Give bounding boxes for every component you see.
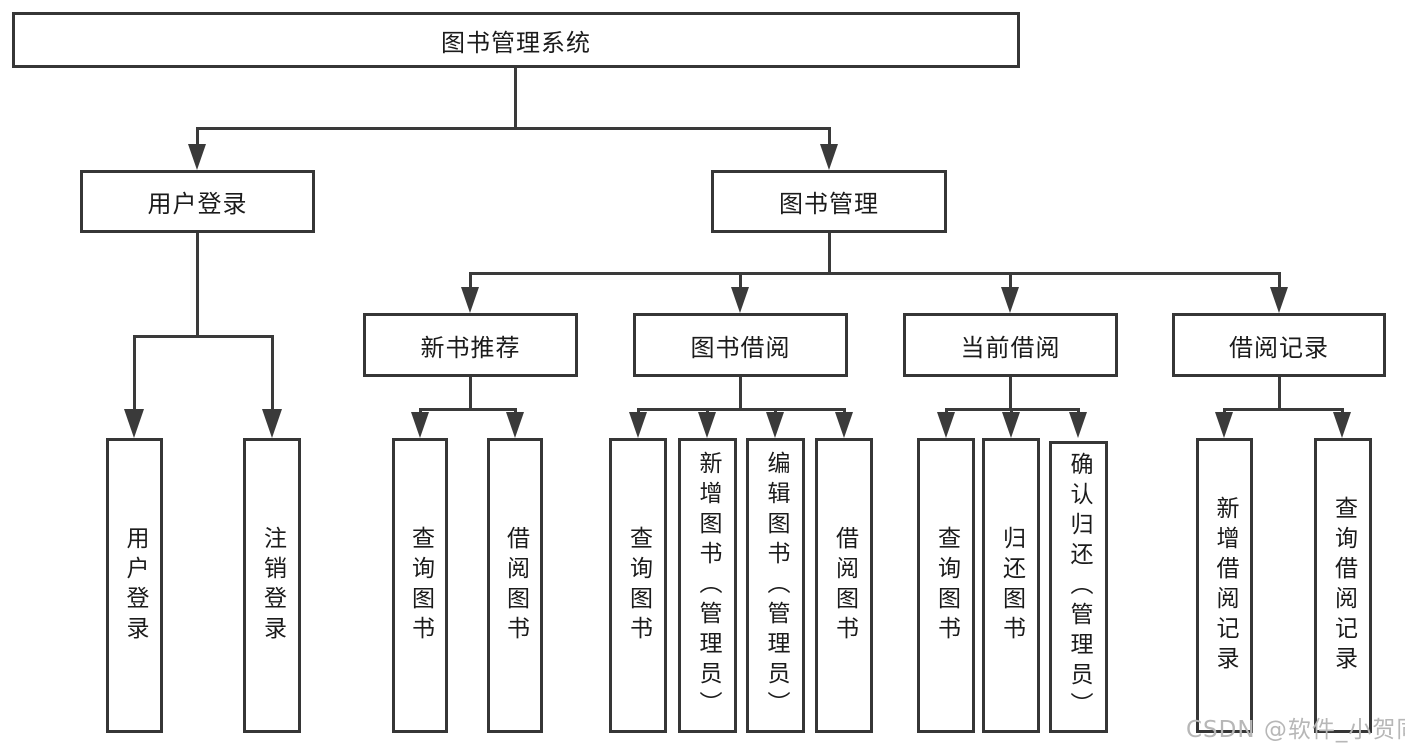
connector-line xyxy=(419,408,517,411)
connector-line xyxy=(739,377,742,408)
node-label: 用户登录 xyxy=(147,190,248,218)
leaf-label: 借阅图书 xyxy=(502,525,529,646)
node-label: 借阅记录 xyxy=(1229,333,1329,362)
connector-line xyxy=(133,335,273,338)
node-label: 图书借阅 xyxy=(690,333,791,362)
csdn-watermark: CSDN @软件_小贺同学 xyxy=(1186,717,1405,743)
leaf-add-books-admin: 新增图书（管理员） xyxy=(678,438,737,733)
node-current-borrowing: 当前借阅 xyxy=(903,313,1118,377)
connector-line xyxy=(828,233,831,272)
node-label: 新书推荐 xyxy=(420,333,521,362)
leaf-label: 查询图书 xyxy=(407,525,434,646)
connector-line xyxy=(828,127,831,148)
arrow-down-icon xyxy=(124,409,144,438)
connector-line xyxy=(1278,272,1281,289)
leaf-query-books-current: 查询图书 xyxy=(917,438,975,733)
node-borrowing-records: 借阅记录 xyxy=(1172,313,1386,377)
node-label: 图书管理 xyxy=(779,190,879,218)
arrow-down-icon xyxy=(461,287,479,313)
leaf-edit-books-admin: 编辑图书（管理员） xyxy=(746,438,805,733)
leaf-label: 新增图书（管理员） xyxy=(695,450,721,721)
connector-line xyxy=(469,272,472,289)
connector-line xyxy=(1278,377,1281,408)
leaf-label: 查询借阅记录 xyxy=(1330,495,1357,676)
arrow-down-icon xyxy=(1002,412,1020,438)
leaf-label: 用户登录 xyxy=(122,525,148,646)
leaf-user-login: 用户登录 xyxy=(106,438,163,733)
connector-line xyxy=(637,408,845,411)
arrow-down-icon xyxy=(766,412,784,438)
connector-line xyxy=(133,335,136,411)
connector-line xyxy=(469,377,472,408)
node-new-book-recommendation: 新书推荐 xyxy=(363,313,578,377)
node-book-borrowing: 图书借阅 xyxy=(633,313,848,377)
connector-line xyxy=(196,127,199,148)
arrow-down-icon xyxy=(1270,287,1288,313)
arrow-down-icon xyxy=(1333,412,1351,438)
leaf-confirm-return-admin: 确认归还（管理员） xyxy=(1049,441,1108,733)
leaf-query-books-recommend: 查询图书 xyxy=(392,438,448,733)
connector-line xyxy=(1223,408,1344,411)
leaf-label: 新增借阅记录 xyxy=(1212,495,1238,676)
arrow-down-icon xyxy=(506,412,524,438)
arrow-down-icon xyxy=(629,412,647,438)
node-book-management: 图书管理 xyxy=(711,170,947,233)
connector-line xyxy=(271,335,274,411)
leaf-label: 查询图书 xyxy=(933,525,960,646)
leaf-return-books: 归还图书 xyxy=(982,438,1040,733)
leaf-borrow-books-recommend: 借阅图书 xyxy=(487,438,543,733)
leaf-query-books-borrowing: 查询图书 xyxy=(609,438,667,733)
arrow-down-icon xyxy=(1215,412,1233,438)
connector-line xyxy=(196,127,830,130)
arrow-down-icon xyxy=(937,412,955,438)
leaf-query-borrow-record: 查询借阅记录 xyxy=(1314,438,1372,733)
connector-line xyxy=(739,272,742,289)
connector-line xyxy=(469,272,1280,275)
connector-line xyxy=(514,68,517,127)
arrow-down-icon xyxy=(731,287,749,313)
leaf-label: 归还图书 xyxy=(998,525,1025,646)
arrow-down-icon xyxy=(835,412,853,438)
arrow-down-icon xyxy=(411,412,429,438)
leaf-label: 确认归还（管理员） xyxy=(1066,452,1092,722)
node-user-login: 用户登录 xyxy=(80,170,315,233)
leaf-logout: 注销登录 xyxy=(243,438,301,733)
leaf-label: 编辑图书（管理员） xyxy=(763,450,789,721)
arrow-down-icon xyxy=(188,144,206,170)
node-label: 当前借阅 xyxy=(960,333,1061,362)
node-library-management-system: 图书管理系统 xyxy=(12,12,1020,68)
leaf-label: 注销登录 xyxy=(259,525,286,646)
arrow-down-icon xyxy=(820,144,838,170)
leaf-borrow-books: 借阅图书 xyxy=(815,438,873,733)
leaf-add-borrow-record: 新增借阅记录 xyxy=(1196,438,1253,733)
arrow-down-icon xyxy=(1069,412,1087,438)
arrow-down-icon xyxy=(262,409,282,438)
node-label: 图书管理系统 xyxy=(441,28,591,57)
connector-line xyxy=(1009,272,1012,289)
arrow-down-icon xyxy=(1001,287,1019,313)
leaf-label: 查询图书 xyxy=(625,525,652,646)
arrow-down-icon xyxy=(698,412,716,438)
connector-line xyxy=(196,233,199,335)
connector-line xyxy=(1009,377,1012,408)
leaf-label: 借阅图书 xyxy=(831,525,858,646)
